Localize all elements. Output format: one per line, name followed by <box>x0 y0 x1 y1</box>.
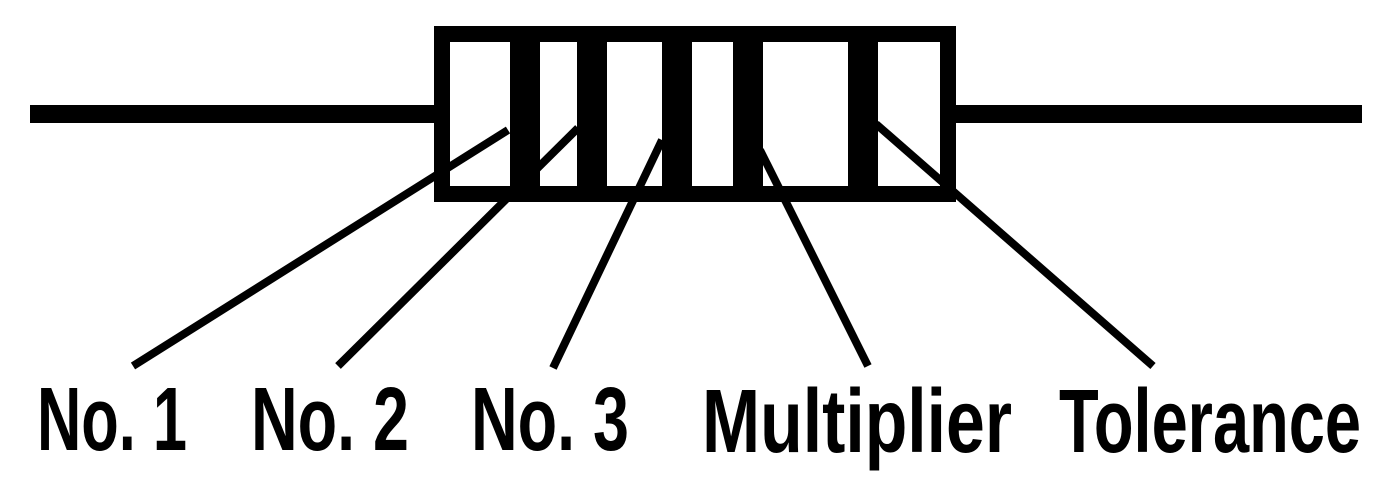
leader-line-multiplier <box>756 148 872 368</box>
label-tolerance: Tolerance <box>1059 372 1361 472</box>
leader-line-no-1 <box>130 126 511 370</box>
band-no-3 <box>662 34 692 194</box>
label-no-3: No. 3 <box>471 370 629 470</box>
label-no-2: No. 2 <box>251 370 409 470</box>
label-multiplier: Multiplier <box>702 372 1012 472</box>
label-no-1: No. 1 <box>37 370 187 470</box>
leader-line-tolerance <box>873 120 1156 370</box>
leader-line-no-2 <box>335 125 581 369</box>
band-tolerance <box>848 34 878 194</box>
leader-line-no-3 <box>549 138 666 370</box>
band-no-2 <box>577 34 607 194</box>
band-multiplier <box>733 34 763 194</box>
